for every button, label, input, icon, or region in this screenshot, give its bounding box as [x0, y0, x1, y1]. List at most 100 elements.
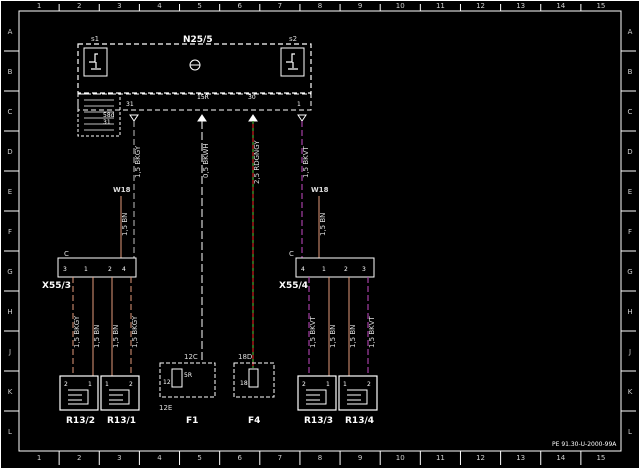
connector-pin: 1: [84, 266, 88, 273]
heater-name: R13/2: [66, 416, 95, 426]
heater-name: R13/1: [107, 416, 136, 426]
svg-text:1: 1: [88, 381, 92, 388]
connector-x55-4: C 4 1 2 3: [289, 250, 375, 278]
module-sub-left: s1: [91, 35, 99, 43]
grid-row-label: G: [7, 268, 12, 276]
grid-labels: 1122334455667788991010111112121313141415…: [4, 2, 636, 465]
heater-r13-3: 2 1: [297, 375, 337, 411]
grid-row-label: J: [628, 348, 631, 356]
grid-row-label: A: [8, 28, 13, 36]
wire-label-lower: 1,5 BN: [349, 325, 357, 348]
grid-column-label: 13: [516, 454, 525, 462]
wire-label-w1: 1,5 BKGY: [134, 145, 142, 178]
grid-row-label: E: [8, 188, 12, 196]
module-name: N25/5: [183, 35, 213, 45]
wire-label-lower: 1,5 BN: [93, 325, 101, 348]
grid-column-label: 1: [37, 2, 41, 10]
module-box: [77, 43, 312, 94]
wire-label-lower: 1,5 BN: [329, 325, 337, 348]
svg-text:12: 12: [163, 379, 171, 386]
module-sub-right: s2: [289, 35, 297, 43]
connector-pin: 3: [63, 266, 67, 273]
grid-row-label: D: [7, 148, 12, 156]
svg-text:2: 2: [302, 381, 306, 388]
svg-text:2: 2: [367, 381, 371, 388]
grid-row-label: F: [8, 228, 12, 236]
svg-text:1: 1: [105, 381, 109, 388]
svg-text:2: 2: [129, 381, 133, 388]
wire-label-lower: 1,5 BKGY: [131, 315, 139, 348]
connector-c-label: C: [64, 250, 69, 258]
grid-column-label: 11: [436, 454, 445, 462]
connector-pin: 4: [122, 266, 126, 273]
grid-column-label: 15: [596, 2, 605, 10]
module-pin-label: 30: [248, 94, 256, 101]
wire-label-lower: 1,5 BKGY: [73, 315, 81, 348]
grid-row-label: H: [627, 308, 632, 316]
grid-row-label: K: [628, 388, 633, 396]
grid-column-label: 9: [358, 2, 362, 10]
wire-label-feed-left: 1,5 BN: [121, 213, 129, 236]
grid-column-label: 15: [596, 454, 605, 462]
module-side-label-a: 58d: [103, 112, 115, 119]
heater-name: R13/4: [345, 416, 374, 426]
grid-column-label: 10: [396, 2, 405, 10]
grid-row-label: B: [8, 68, 13, 76]
drawing-reference: PE 91.30-U-2000-99A: [552, 441, 617, 448]
grid-column-label: 7: [278, 2, 282, 10]
grid-row-label: L: [8, 428, 12, 436]
wire-label-lower: 1,5 BKVT: [309, 315, 317, 348]
svg-text:18: 18: [240, 380, 248, 387]
grid-row-label: K: [8, 388, 13, 396]
fuse-f4: 18: [233, 362, 275, 398]
connector-pin: 2: [108, 266, 112, 273]
fuse-f1-name: F1: [186, 416, 198, 426]
fuse-f1-bottom-label: 12E: [159, 404, 172, 412]
module-pin-label: 31: [126, 101, 134, 108]
fuse-f1-top-label: 12C: [184, 353, 198, 361]
grid-column-label: 1: [37, 454, 41, 462]
grid-row-label: E: [628, 188, 632, 196]
grid-column-label: 14: [556, 454, 565, 462]
wire-label-feed-right: 1,5 BN: [319, 213, 327, 236]
inner-frame: [18, 10, 622, 452]
connector-pin: 3: [362, 266, 366, 273]
ground-label-left: W18: [113, 186, 131, 194]
steering-wheel-icon: [189, 59, 201, 71]
wire-label-w2: 0,5 BKWH: [202, 143, 210, 178]
grid-column-label: 4: [157, 2, 162, 10]
grid-column-label: 12: [476, 2, 485, 10]
connector-name-right: X55/4: [279, 281, 308, 291]
grid-column-label: 12: [476, 454, 485, 462]
grid-column-label: 10: [396, 454, 405, 462]
connector-name-left: X55/3: [42, 281, 71, 291]
heater-r13-2: 2 1: [59, 375, 99, 411]
grid-column-label: 2: [77, 2, 81, 10]
svg-text:2: 2: [64, 381, 68, 388]
module-side-hatch: [84, 99, 114, 131]
module-side-label-b: 31: [103, 119, 111, 126]
connector-pin: 4: [301, 266, 305, 273]
wire-label-w3: 2,5 RDGNGY: [253, 140, 261, 184]
module-connector-strip: [77, 93, 312, 111]
grid-row-label: C: [628, 108, 633, 116]
grid-column-label: 5: [197, 454, 201, 462]
grid-row-label: J: [8, 348, 11, 356]
grid-column-label: 8: [318, 454, 322, 462]
svg-text:1: 1: [343, 381, 347, 388]
ground-label-right: W18: [311, 186, 329, 194]
connector-pin: 1: [322, 266, 326, 273]
grid-row-label: B: [628, 68, 633, 76]
grid-column-label: 11: [436, 2, 445, 10]
grid-column-label: 8: [318, 2, 322, 10]
connector-arrow-icon: [297, 114, 307, 122]
connector-x55-3: C 3 1 2 4: [57, 250, 137, 278]
grid-row-label: L: [628, 428, 632, 436]
grid-row-label: H: [7, 308, 12, 316]
grid-column-label: 3: [117, 454, 121, 462]
grid-column-label: 7: [278, 454, 282, 462]
grid-column-label: 13: [516, 2, 525, 10]
grid-column-label: 14: [556, 2, 565, 10]
connector-arrow-icon: [248, 114, 258, 122]
